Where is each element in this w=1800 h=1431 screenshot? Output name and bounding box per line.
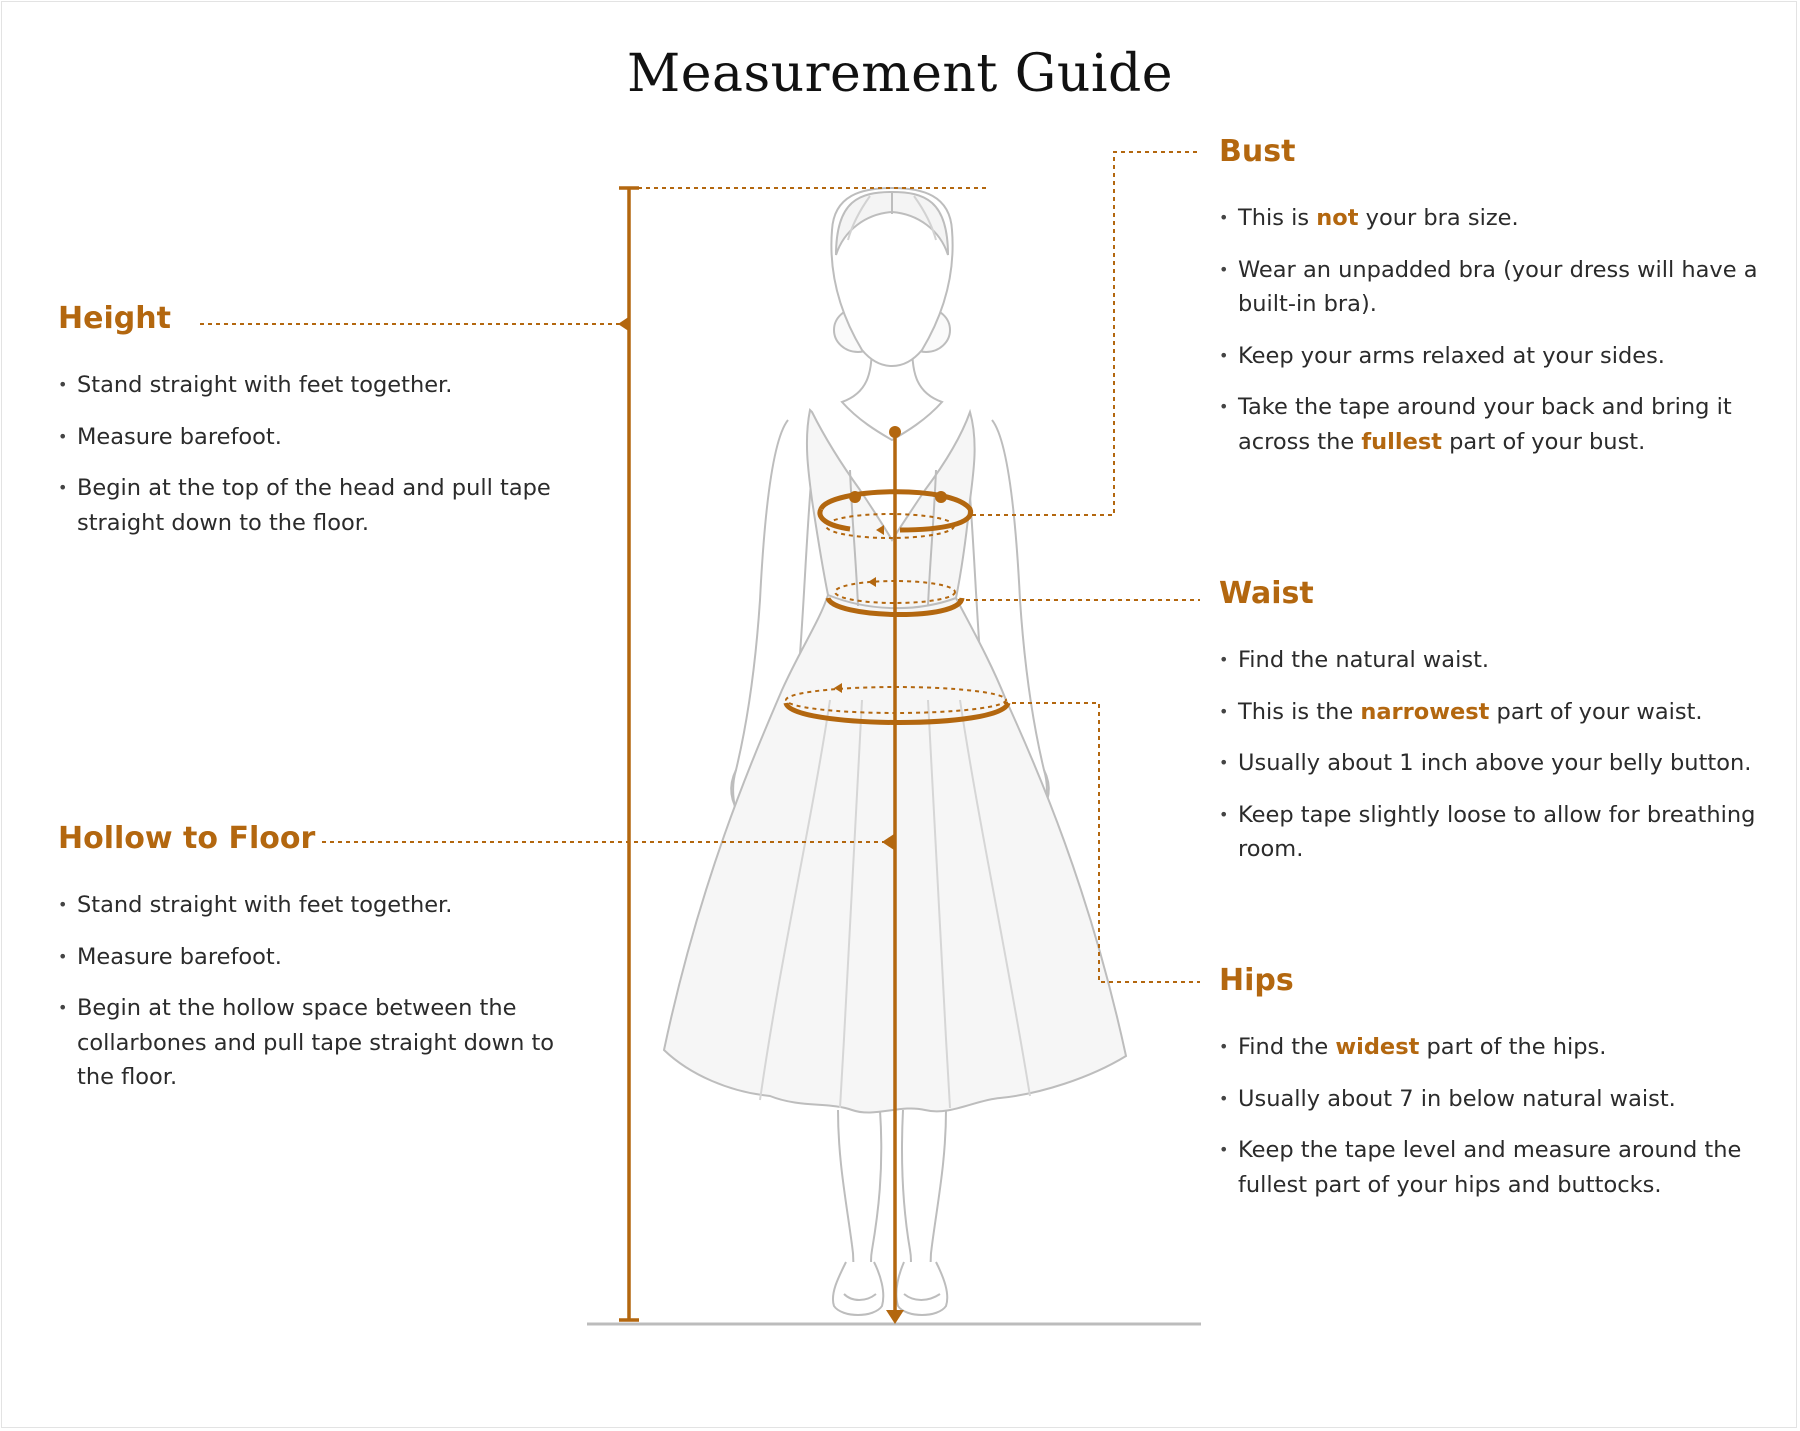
list-hollow-to-floor: Stand straight with feet together. Measu… (58, 888, 578, 1095)
list-item: Begin at the hollow space between the co… (58, 991, 578, 1095)
highlight-text: widest (1335, 1034, 1420, 1060)
section-waist: Waist Find the natural waist. This is th… (1219, 576, 1759, 884)
list-item: Keep your arms relaxed at your sides. (1219, 339, 1759, 374)
section-bust: Bust This is not your bra size. Wear an … (1219, 134, 1759, 476)
woman-figure (730, 419, 1050, 1316)
list-item: Measure barefoot. (58, 940, 578, 975)
height-bar (619, 186, 639, 1322)
list-hips: Find the widest part of the hips. Usuall… (1219, 1030, 1759, 1202)
heading-bust: Bust (1219, 134, 1296, 169)
list-item: Find the widest part of the hips. (1219, 1030, 1759, 1065)
list-item: Usually about 7 in below natural waist. (1219, 1082, 1759, 1117)
heading-hips: Hips (1219, 963, 1294, 998)
list-waist: Find the natural waist. This is the narr… (1219, 643, 1759, 867)
height-arrow (618, 316, 630, 332)
list-item: Begin at the top of the head and pull ta… (58, 471, 578, 540)
list-item: Stand straight with feet together. (58, 368, 578, 403)
page-title: Measurement Guide (626, 44, 1174, 104)
highlight-text: not (1316, 205, 1359, 231)
list-item: Measure barefoot. (58, 420, 578, 455)
list-item: Wear an unpadded bra (your dress will ha… (1219, 253, 1759, 322)
heading-waist: Waist (1219, 576, 1314, 611)
list-item: This is not your bra size. (1219, 201, 1759, 236)
tape-arrows (834, 525, 884, 693)
list-bust: This is not your bra size. Wear an unpad… (1219, 201, 1759, 459)
list-item: Take the tape around your back and bring… (1219, 390, 1759, 459)
list-item: This is the narrowest part of your waist… (1219, 695, 1759, 730)
highlight-text: narrowest (1360, 698, 1490, 725)
section-height: Height Stand straight with feet together… (58, 301, 578, 557)
list-item: Keep tape slightly loose to allow for br… (1219, 798, 1759, 867)
heading-height: Height (58, 301, 171, 336)
list-item: Keep the tape level and measure around t… (1219, 1133, 1759, 1202)
tapes (783, 489, 1011, 725)
highlight-text: fullest (1361, 428, 1442, 455)
list-item: Stand straight with feet together. (58, 888, 578, 923)
head (830, 186, 954, 442)
section-hollow-to-floor: Hollow to Floor Stand straight with feet… (58, 821, 578, 1112)
heading-hollow-to-floor: Hollow to Floor (58, 821, 316, 856)
section-hips: Hips Find the widest part of the hips. U… (1219, 963, 1759, 1219)
list-height: Stand straight with feet together. Measu… (58, 368, 578, 540)
list-item: Find the natural waist. (1219, 643, 1759, 678)
list-item: Usually about 1 inch above your belly bu… (1219, 746, 1759, 781)
